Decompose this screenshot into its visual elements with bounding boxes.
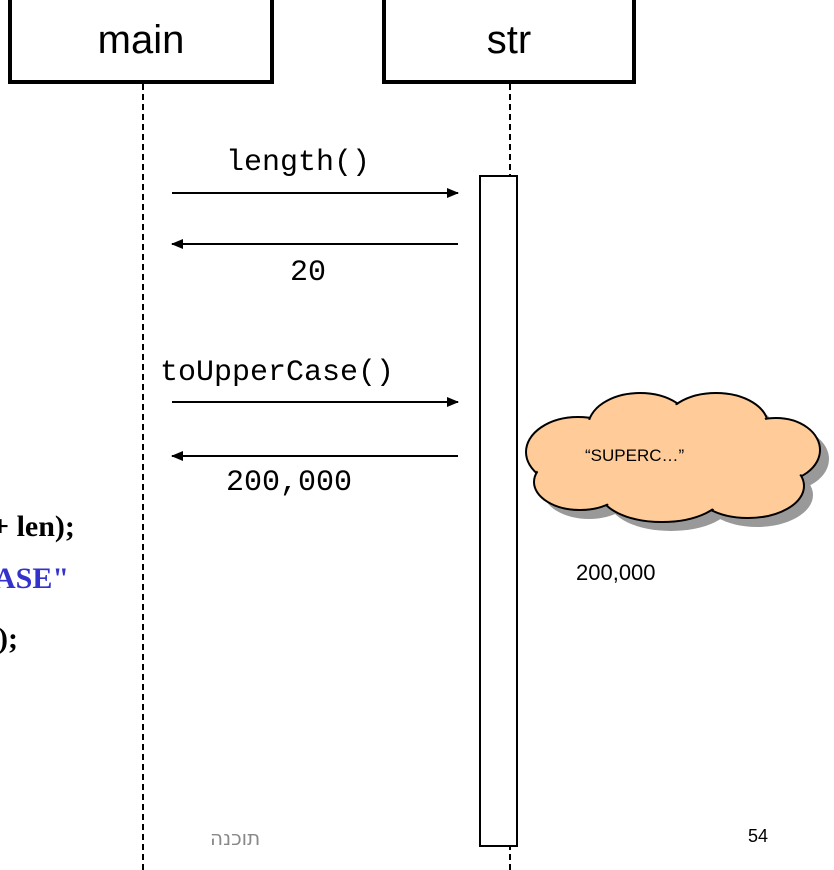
lifeline-str-box: str <box>382 0 636 84</box>
page-number: 54 <box>748 826 769 846</box>
lifeline-str-label: str <box>486 17 532 62</box>
message-200000-return: 200,000 <box>226 466 353 500</box>
lifeline-main-dashed <box>142 84 144 870</box>
lifeline-main-label: main <box>97 17 185 62</box>
cloud-fill <box>528 395 818 520</box>
footer-label: תוכנה <box>210 826 261 850</box>
code-fragment-1: + len); <box>0 510 75 543</box>
new-object-address: 200,000 <box>576 560 656 585</box>
code-fragment-2: ASE" <box>0 562 70 595</box>
message-touppercase-call: toUpperCase() <box>160 356 395 390</box>
message-20-return: 20 <box>290 256 327 290</box>
code-fragment-3: ); <box>0 622 18 655</box>
new-string-object-label: “SUPERC…” <box>585 446 685 465</box>
activation-bar <box>479 175 518 847</box>
lifeline-main-box: main <box>8 0 274 84</box>
message-length-call: length() <box>226 146 371 180</box>
